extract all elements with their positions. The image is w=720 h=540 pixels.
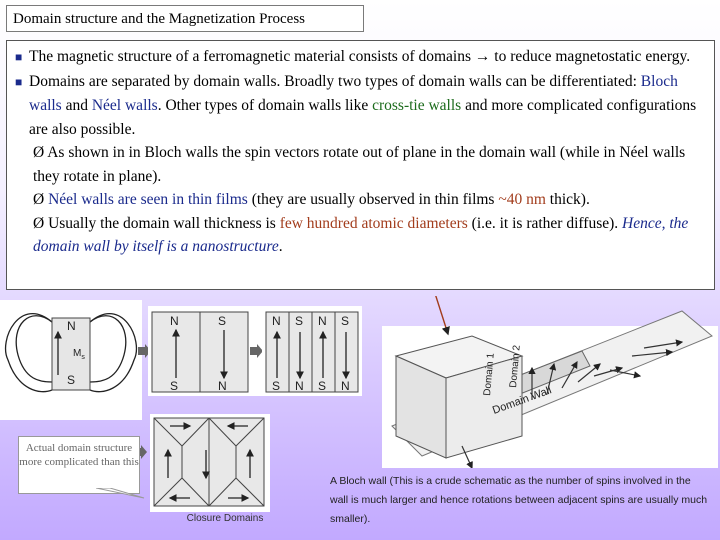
content-box: ■ The magnetic structure of a ferromagnet…: [6, 40, 715, 290]
four-domain-bottom-2: N: [295, 379, 304, 393]
two-domain-top-2: S: [218, 314, 226, 328]
four-domain-top-4: S: [341, 314, 349, 328]
sub-bullet-1-text: As shown in in Bloch walls the spin vect…: [33, 144, 686, 185]
callout-box: Actual domain structure more complicated…: [18, 436, 140, 494]
bullet-2-and: and: [61, 97, 92, 114]
closure-domains-label: Closure Domains: [186, 513, 264, 524]
arrow-bullet-icon: Ø: [33, 191, 49, 208]
sub-bullet-2-mid: (they are usually observed in thin films: [247, 191, 499, 208]
callout-pointer: [96, 488, 145, 499]
two-domain-figure: N S S N: [148, 306, 268, 396]
bullet-1-text: The magnetic structure of a ferromagneti…: [29, 48, 691, 65]
sub-bullet-2-post: thick).: [545, 191, 590, 208]
bloch-walls-term: Bloch walls: [29, 72, 678, 115]
sub-bullet-2: Ø Néel walls are seen in thin films (the…: [15, 188, 706, 212]
sub-bullet-3-mid: (i.e. it is rather diffuse).: [467, 214, 623, 232]
sub-bullet-1: Ø As shown in in Bloch walls the spin ve…: [15, 141, 706, 188]
four-domain-figure: N S N S S N S N: [262, 306, 362, 396]
bullet-2: ■ Domains are separated by domain walls. …: [15, 70, 706, 142]
two-domain-bottom-2: N: [218, 379, 227, 393]
magnet-field-figure: N Ms S: [0, 300, 142, 420]
magnet-s-label: S: [67, 373, 75, 387]
domain-1-label: Domain 1: [482, 352, 497, 396]
two-domain-top-1: N: [170, 314, 179, 328]
four-domain-bottom-4: N: [341, 379, 350, 393]
nanostructure-statement: Hence, the domain wall by itself is a na…: [33, 214, 689, 256]
neel-films-term: Néel walls are seen in thin films: [48, 191, 248, 208]
magnet-n-label: N: [67, 319, 76, 333]
two-domain-bottom-1: S: [170, 379, 178, 393]
bullet-2-mid: . Other types of domain walls like: [157, 97, 373, 114]
domain-2-label: Domain 2: [508, 344, 523, 388]
ms-subscript: s: [81, 354, 85, 361]
square-bullet-icon: ■: [15, 50, 23, 64]
ms-main: M: [73, 348, 81, 359]
four-domain-top-1: N: [272, 314, 281, 328]
four-domain-top-2: S: [295, 314, 303, 328]
closure-domains-figure: [150, 414, 270, 512]
sub-bullet-3-pre: Usually the domain wall thickness is: [48, 214, 280, 232]
bloch-wall-caption: A Bloch wall (This is a crude schematic …: [330, 475, 708, 525]
pointer-arrow: [435, 296, 450, 336]
ms-label: Ms: [73, 348, 85, 361]
four-domain-bottom-1: S: [272, 379, 280, 393]
four-domain-bottom-3: S: [318, 379, 326, 393]
atomic-diameters-term: few hundred atomic diameters: [279, 214, 468, 232]
slide-title: Domain structure and the Magnetization P…: [6, 5, 364, 32]
four-domain-top-3: N: [318, 314, 327, 328]
bloch-wall-figure: Domain 1 Domain 2 Domain Wall: [382, 296, 718, 468]
right-arrow-icon: [250, 344, 263, 358]
sub-bullet-3-end: .: [278, 238, 283, 255]
sub-bullet-3: Ø Usually the domain wall thickness is f…: [15, 212, 706, 259]
square-bullet-icon: ■: [15, 74, 23, 89]
right-arrow-icon: [138, 344, 151, 358]
cross-tie-term: cross-tie walls: [372, 97, 462, 114]
thickness-term: ~40 nm: [498, 191, 546, 208]
bullet-1: ■ The magnetic structure of a ferromagnet…: [15, 45, 706, 70]
bullet-2-pre: Domains are separated by domain walls. B…: [29, 72, 641, 90]
arrow-bullet-icon: Ø: [33, 144, 48, 161]
neel-walls-term: Néel walls: [91, 97, 158, 114]
arrow-bullet-icon: Ø: [33, 214, 49, 232]
bullet-2-post: and more complicated configurations are …: [29, 97, 697, 138]
